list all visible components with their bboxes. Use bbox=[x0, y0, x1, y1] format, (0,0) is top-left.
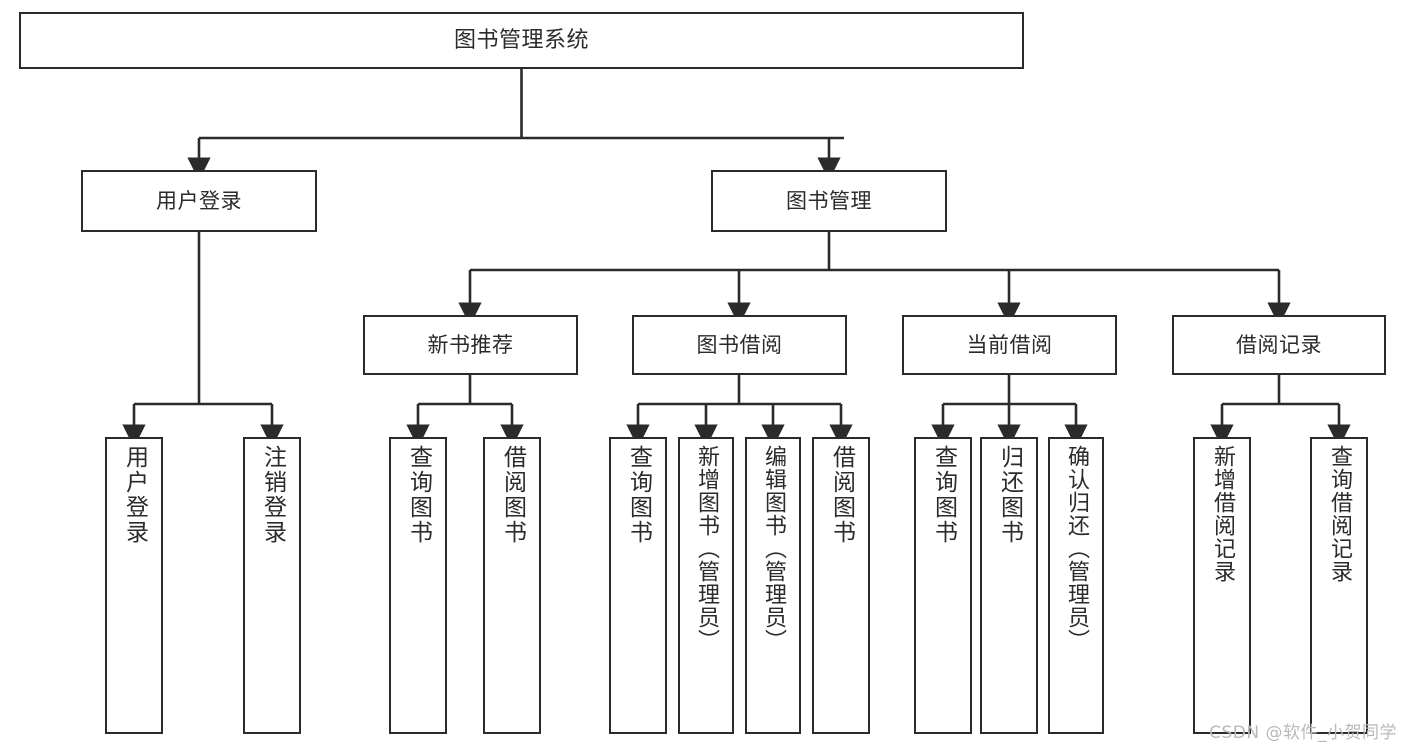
node-label: 确认归还（管理员） bbox=[1064, 445, 1089, 652]
node-label: 查询图书 bbox=[625, 445, 652, 545]
node-label: 查询图书 bbox=[405, 445, 432, 545]
leaf-query-book-current[interactable]: 查询图书 bbox=[914, 437, 972, 734]
leaf-return-book[interactable]: 归还图书 bbox=[980, 437, 1038, 734]
node-label: 编辑图书（管理员） bbox=[761, 445, 786, 652]
node-user-login[interactable]: 用户登录 bbox=[81, 170, 317, 232]
node-label: 注销登录 bbox=[259, 445, 286, 545]
node-label: 新增借阅记录 bbox=[1210, 445, 1235, 583]
node-label: 当前借阅 bbox=[966, 332, 1053, 357]
node-label: 图书管理 bbox=[786, 188, 872, 213]
node-root-system[interactable]: 图书管理系统 bbox=[19, 12, 1024, 69]
node-label: 用户登录 bbox=[156, 188, 242, 213]
node-label: 借阅记录 bbox=[1236, 332, 1322, 357]
leaf-query-book-newbook[interactable]: 查询图书 bbox=[389, 437, 447, 734]
leaf-user-logout[interactable]: 注销登录 bbox=[243, 437, 301, 734]
node-label: 新增图书（管理员） bbox=[694, 445, 719, 652]
node-borrow-record[interactable]: 借阅记录 bbox=[1172, 315, 1386, 375]
leaf-borrow-book-newbook[interactable]: 借阅图书 bbox=[483, 437, 541, 734]
node-current-borrow[interactable]: 当前借阅 bbox=[902, 315, 1117, 375]
leaf-add-book-admin[interactable]: 新增图书（管理员） bbox=[678, 437, 734, 734]
node-label: 图书借阅 bbox=[696, 332, 783, 357]
leaf-borrow-book[interactable]: 借阅图书 bbox=[812, 437, 870, 734]
node-label: 新书推荐 bbox=[427, 332, 514, 357]
leaf-query-book-borrow[interactable]: 查询图书 bbox=[609, 437, 667, 734]
node-book-management[interactable]: 图书管理 bbox=[711, 170, 947, 232]
node-label: 图书管理系统 bbox=[453, 27, 589, 53]
leaf-user-login[interactable]: 用户登录 bbox=[105, 437, 163, 734]
leaf-confirm-return-admin[interactable]: 确认归还（管理员） bbox=[1048, 437, 1104, 734]
leaf-add-borrow-record[interactable]: 新增借阅记录 bbox=[1193, 437, 1251, 734]
node-label: 查询图书 bbox=[930, 445, 957, 545]
node-label: 借阅图书 bbox=[828, 445, 855, 545]
node-book-borrow[interactable]: 图书借阅 bbox=[632, 315, 847, 375]
node-new-book-recommend[interactable]: 新书推荐 bbox=[363, 315, 578, 375]
node-label: 借阅图书 bbox=[499, 445, 526, 545]
node-label: 查询借阅记录 bbox=[1327, 445, 1352, 583]
node-label: 用户登录 bbox=[121, 445, 148, 545]
leaf-query-borrow-record[interactable]: 查询借阅记录 bbox=[1310, 437, 1368, 734]
node-label: 归还图书 bbox=[996, 445, 1023, 545]
leaf-edit-book-admin[interactable]: 编辑图书（管理员） bbox=[745, 437, 801, 734]
